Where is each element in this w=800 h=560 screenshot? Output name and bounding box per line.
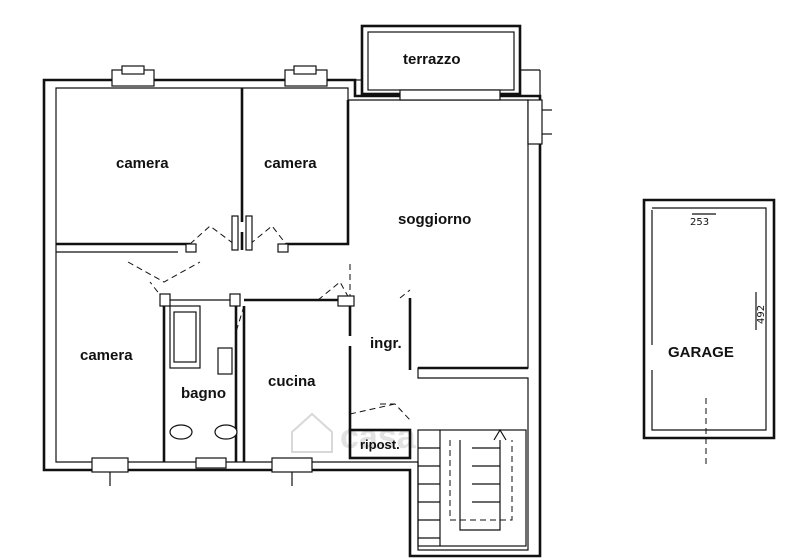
closet <box>348 428 412 460</box>
watermark-text: casa <box>340 418 417 456</box>
room-label-cucina: cucina <box>268 373 316 390</box>
room-label-garage: GARAGE <box>668 344 734 361</box>
door-swings <box>127 225 411 421</box>
room-label-ingresso: ingr. <box>370 335 402 352</box>
bidet <box>214 424 238 440</box>
room-label-soggiorno: soggiorno <box>398 211 471 228</box>
bathroom-fixtures <box>169 305 238 440</box>
room-label-camera-1: camera <box>116 155 169 172</box>
interior-walls <box>56 88 528 462</box>
garage-width-dimension: 253 <box>690 217 709 228</box>
garage-depth-dimension: 492 <box>756 305 767 324</box>
windows <box>91 65 552 486</box>
staircase <box>417 428 527 547</box>
garage <box>642 198 776 468</box>
room-label-bagno: bagno <box>181 385 226 402</box>
room-label-camera-2: camera <box>264 155 317 172</box>
room-label-ripostiglio: ripost. <box>360 437 400 452</box>
room-label-camera-3: camera <box>80 347 133 364</box>
bathtub <box>169 305 201 369</box>
watermark: casa <box>291 412 417 456</box>
door-jambs <box>159 215 355 307</box>
toilet <box>169 424 193 440</box>
house-icon <box>291 412 333 453</box>
room-label-terrazzo: terrazzo <box>403 51 461 68</box>
sink <box>217 347 233 375</box>
